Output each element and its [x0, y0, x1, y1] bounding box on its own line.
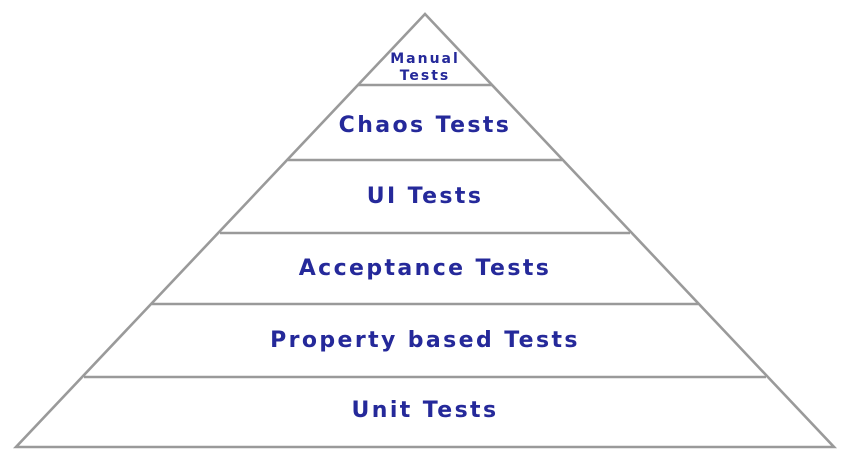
tier-label-unit-tests: Unit Tests — [351, 398, 499, 423]
tier-label-acceptance-tests: Acceptance Tests — [298, 256, 552, 281]
tier-label-ui-tests: UI Tests — [366, 184, 484, 209]
pyramid-outline — [12, 12, 838, 449]
tier-label-chaos-tests: Chaos Tests — [338, 113, 512, 138]
tier-label-manual-tests: Manual Tests — [390, 51, 460, 84]
tier-label-property-based-tests: Property based Tests — [270, 328, 580, 353]
